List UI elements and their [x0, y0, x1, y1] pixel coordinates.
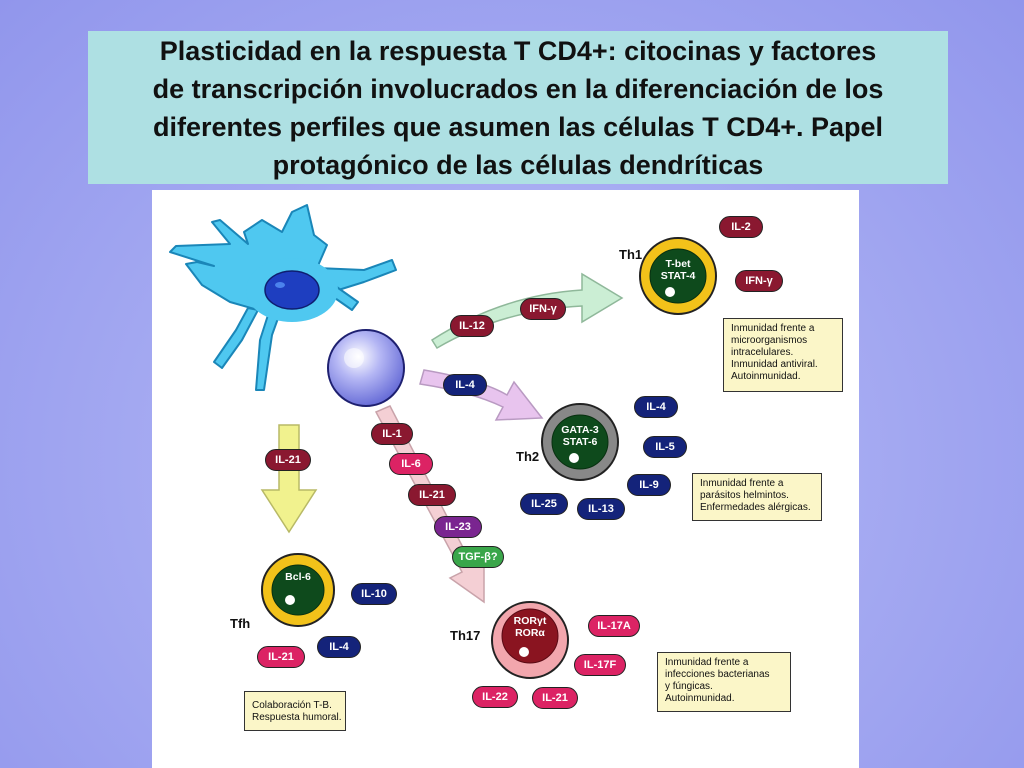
tfh-label: Tfh	[230, 616, 251, 631]
title-line-1: Plasticidad en la respuesta T CD4+: cito…	[159, 35, 877, 66]
th17-in-il21: IL-21	[408, 484, 456, 506]
th2-cell	[541, 403, 619, 481]
th17-in-il1: IL-1	[371, 423, 413, 445]
diagram-figure: Th1 Th2 Tfh Th17 T-bet STAT-4 GATA-3 STA…	[152, 190, 859, 768]
th2-nucleus-text: GATA-3 STAT-6	[545, 424, 615, 448]
th17-out-il17f: IL-17F	[574, 654, 626, 676]
tfh-factor-bcl6: Bcl-6	[285, 571, 311, 583]
th1-note-line: Inmunidad antiviral.	[731, 359, 818, 370]
th2-out-il25: IL-25	[520, 493, 568, 515]
th2-note-line: Inmunidad frente a	[700, 478, 784, 489]
tfh-note-line: Colaboración T-B.	[252, 700, 332, 711]
th17-out-il22: IL-22	[472, 686, 518, 708]
th17-factor-rora: RORα	[515, 627, 545, 639]
th1-out-ifng: IFN-γ	[735, 270, 783, 292]
tfh-note: Colaboración T-B. Respuesta humoral.	[244, 691, 346, 731]
th17-note: Inmunidad frente a infecciones bacterian…	[657, 652, 791, 712]
th2-out-il13: IL-13	[577, 498, 625, 520]
th1-label: Th1	[619, 247, 643, 262]
th17-label: Th17	[450, 628, 481, 643]
title-line-3: diferentes perfiles que asumen las célul…	[152, 111, 884, 142]
naive-t-cell	[327, 329, 405, 407]
th1-note-line: intracelulares.	[731, 347, 794, 358]
th2-out-il9: IL-9	[627, 474, 671, 496]
tfh-out-il21: IL-21	[257, 646, 305, 668]
th17-note-line: infecciones bacterianas	[665, 669, 770, 680]
th2-in-il4: IL-4	[443, 374, 487, 396]
th17-out-il17a: IL-17A	[588, 615, 640, 637]
tfh-out-il10: IL-10	[351, 583, 397, 605]
th17-in-il23: IL-23	[434, 516, 482, 538]
th1-out-il2: IL-2	[719, 216, 763, 238]
th17-in-tgfb: TGF-β?	[452, 546, 504, 568]
th1-cell	[639, 237, 717, 315]
th2-factor-gata3: GATA-3	[561, 424, 599, 436]
th2-factor-stat6: STAT-6	[562, 436, 598, 448]
th2-out-il4: IL-4	[634, 396, 678, 418]
arrow-tfh	[260, 424, 318, 534]
title-line-4: protagónico de las células dendríticas	[272, 149, 764, 180]
th2-note-line: Enfermedades alérgicas.	[700, 502, 811, 513]
tfh-out-il4: IL-4	[317, 636, 361, 658]
tfh-note-line: Respuesta humoral.	[252, 712, 342, 723]
tfh-in-il21: IL-21	[265, 449, 311, 471]
th17-note-line: Autoinmunidad.	[665, 693, 735, 704]
th17-note-line: y fúngicas.	[665, 681, 713, 692]
th1-nucleus-text: T-bet STAT-4	[643, 258, 713, 282]
tfh-nucleus-text: Bcl-6	[263, 571, 333, 583]
th17-note-line: Inmunidad frente a	[665, 657, 749, 668]
th1-note: Inmunidad frente a microorganismos intra…	[723, 318, 843, 392]
th1-in-il12: IL-12	[450, 315, 494, 337]
tfh-cell	[261, 553, 335, 627]
th2-note-line: parásitos helmintos.	[700, 490, 789, 501]
th2-note: Inmunidad frente a parásitos helmintos. …	[692, 473, 822, 521]
th1-factor-tbet: T-bet	[665, 258, 691, 270]
th2-out-il5: IL-5	[643, 436, 687, 458]
th1-note-line: microorganismos	[731, 335, 808, 346]
th17-in-il6: IL-6	[389, 453, 433, 475]
title-line-2: de transcripción involucrados en la dife…	[152, 73, 884, 104]
th1-factor-stat4: STAT-4	[660, 270, 696, 282]
dendritic-cell	[169, 204, 397, 391]
th2-label: Th2	[516, 449, 540, 464]
th17-cell	[491, 601, 569, 679]
th17-nucleus-text: RORγt RORα	[495, 615, 565, 639]
th1-note-line: Autoinmunidad.	[731, 371, 801, 382]
th17-factor-rorgt: RORγt	[513, 615, 547, 627]
th1-in-ifng: IFN-γ	[520, 298, 566, 320]
th17-out-il21: IL-21	[532, 687, 578, 709]
title-box: Plasticidad en la respuesta T CD4+: cito…	[88, 31, 948, 184]
th1-note-line: Inmunidad frente a	[731, 323, 815, 334]
